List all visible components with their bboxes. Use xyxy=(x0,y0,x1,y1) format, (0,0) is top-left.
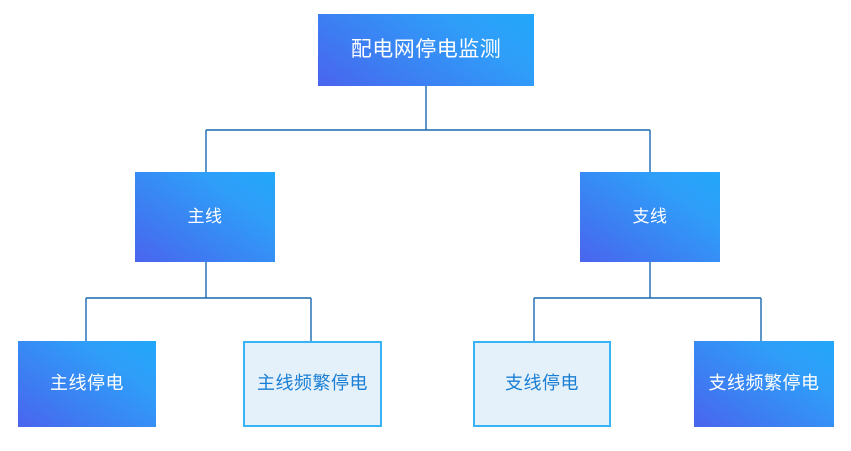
node-mainline-outage[interactable]: 主线停电 xyxy=(18,341,156,427)
node-branchline-outage[interactable]: 支线停电 xyxy=(473,341,611,427)
node-root-power-grid-outage-monitoring[interactable]: 配电网停电监测 xyxy=(318,14,534,86)
node-branchline[interactable]: 支线 xyxy=(580,172,720,262)
node-mainline[interactable]: 主线 xyxy=(135,172,275,262)
node-branchline-frequent-outage[interactable]: 支线频繁停电 xyxy=(694,341,834,427)
node-mainline-frequent-outage[interactable]: 主线频繁停电 xyxy=(243,341,382,427)
